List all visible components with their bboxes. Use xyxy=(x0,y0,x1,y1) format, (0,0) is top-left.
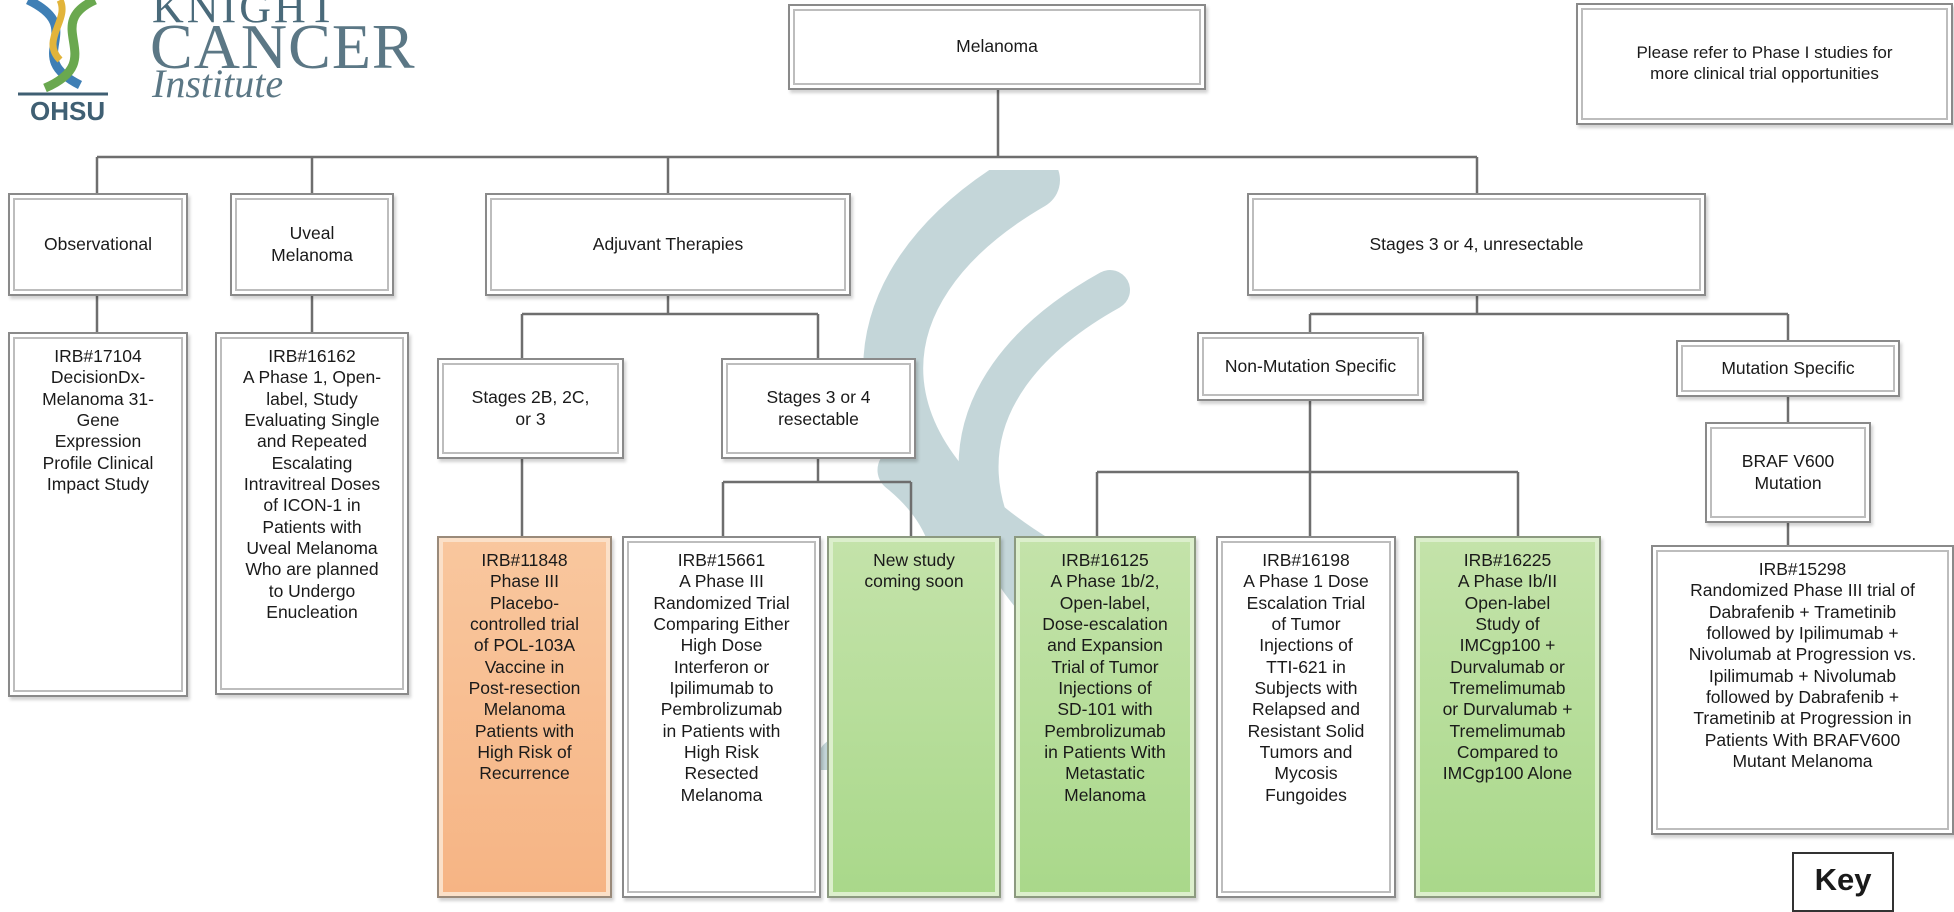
node-irb16125: IRB#16125 A Phase 1b/2, Open-label, Dose… xyxy=(1014,536,1196,898)
node-irb11848: IRB#11848 Phase III Placebo- controlled … xyxy=(437,536,612,898)
node-irb16198: IRB#16198 A Phase 1 Dose Escalation Tria… xyxy=(1216,536,1396,898)
node-stages-2b-2c-3: Stages 2B, 2C, or 3 xyxy=(437,358,624,459)
node-non-mutation-specific: Non-Mutation Specific xyxy=(1197,332,1424,401)
node-irb16162: IRB#16162 A Phase 1, Open- label, Study … xyxy=(215,332,409,695)
node-phase1-note: Please refer to Phase I studies for more… xyxy=(1576,3,1953,125)
node-mutation-specific: Mutation Specific xyxy=(1676,340,1900,397)
logo-ohsu: OHSU xyxy=(30,96,106,126)
logo-word-institute: Institute xyxy=(152,61,284,106)
node-irb16225: IRB#16225 A Phase Ib/II Open-label Study… xyxy=(1414,536,1601,898)
node-melanoma: Melanoma xyxy=(788,4,1206,90)
key-legend-title: Key xyxy=(1792,852,1894,912)
node-adjuvant-therapies: Adjuvant Therapies xyxy=(485,193,851,296)
knight-cancer-logo: KNIGHT CANCER Institute OHSU xyxy=(0,0,420,140)
node-irb15661: IRB#15661 A Phase III Randomized Trial C… xyxy=(622,536,821,898)
node-uveal-melanoma: Uveal Melanoma xyxy=(230,193,394,296)
node-stages-3-4-resectable: Stages 3 or 4 resectable xyxy=(721,358,916,459)
node-braf-v600-mutation: BRAF V600 Mutation xyxy=(1705,422,1871,523)
node-irb15298: IRB#15298 Randomized Phase III trial of … xyxy=(1651,545,1954,835)
node-stages-3-4-unresectable: Stages 3 or 4, unresectable xyxy=(1247,193,1706,296)
helix-logo-icon xyxy=(18,0,108,96)
logo-word-knight: KNIGHT xyxy=(152,0,339,32)
node-irb17104: IRB#17104 DecisionDx- Melanoma 31- Gene … xyxy=(8,332,188,697)
node-new-study: New study coming soon xyxy=(827,536,1001,898)
logo-word-cancer: CANCER xyxy=(150,11,416,82)
node-observational: Observational xyxy=(8,193,188,296)
